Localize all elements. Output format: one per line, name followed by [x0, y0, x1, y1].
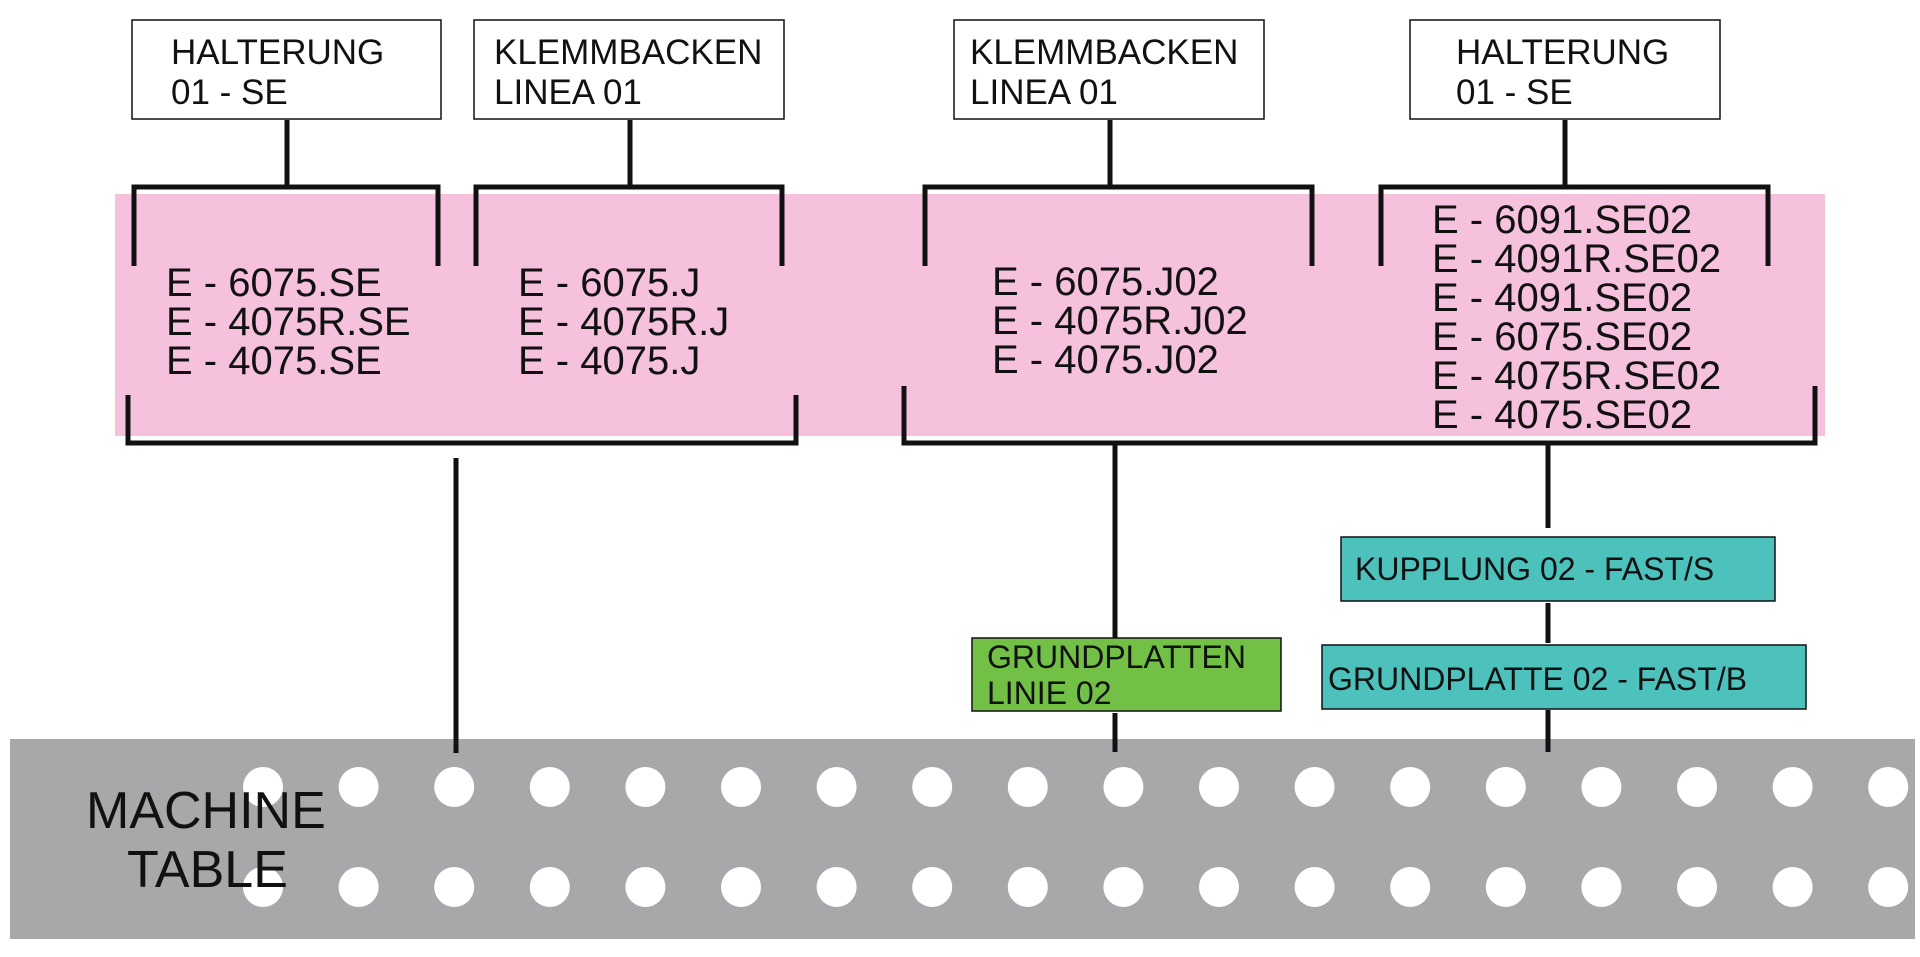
table-hole — [721, 867, 761, 907]
upper-bracket-3 — [922, 184, 1315, 266]
table-hole — [1103, 867, 1144, 907]
kupplung-label: KUPPLUNG 02 - FAST/S — [1355, 551, 1714, 587]
table-hole — [1007, 867, 1048, 907]
table-hole — [1772, 867, 1813, 907]
top-label-box-4: HALTERUNG 01 - SE — [1409, 19, 1721, 120]
table-hole — [912, 867, 953, 907]
top-label-1-line1: HALTERUNG — [171, 33, 384, 72]
table-hole — [1581, 767, 1622, 807]
code-4-4: E - 6075.SE02 — [1432, 315, 1692, 359]
table-hole — [1294, 767, 1335, 807]
table-hole — [721, 767, 761, 807]
code-1-3: E - 4075.SE — [166, 339, 382, 383]
code-group-3: E - 6075.J02 E - 4075R.J02 E - 4075.J02 — [992, 260, 1248, 382]
table-hole — [1485, 767, 1526, 807]
code-3-3: E - 4075.J02 — [992, 338, 1219, 382]
top-label-3-line2: LINEA 01 — [970, 73, 1118, 112]
grundplatten-line1: GRUNDPLATTEN — [987, 639, 1246, 675]
top-label-2-line2: LINEA 01 — [494, 73, 642, 112]
table-hole — [529, 767, 570, 807]
machine-table-label-line1: MACHINE — [86, 782, 326, 840]
top-label-box-1: HALTERUNG 01 - SE — [131, 19, 442, 120]
top-label-box-3: KLEMMBACKEN LINEA 01 — [953, 19, 1265, 120]
table-hole — [912, 767, 953, 807]
top-label-1-line2: 01 - SE — [171, 73, 288, 112]
upper-bracket-1 — [131, 184, 441, 266]
machine-table-holes — [243, 767, 1909, 907]
top-label-2-line1: KLEMMBACKEN — [494, 33, 762, 72]
code-group-4: E - 6091.SE02 E - 4091R.SE02 E - 4091.SE… — [1432, 198, 1721, 437]
grundplatten-line2: LINIE 02 — [987, 675, 1112, 711]
table-hole — [338, 867, 379, 907]
upper-bracket-4 — [1378, 184, 1771, 266]
table-hole — [434, 767, 475, 807]
table-hole — [434, 867, 475, 907]
top-label-box-2: KLEMMBACKEN LINEA 01 — [473, 19, 785, 120]
code-4-6: E - 4075.SE02 — [1432, 393, 1692, 437]
code-4-5: E - 4075R.SE02 — [1432, 354, 1721, 398]
top-label-4-line2: 01 - SE — [1456, 73, 1573, 112]
table-hole — [1007, 767, 1048, 807]
table-hole — [1772, 767, 1813, 807]
table-hole — [1868, 867, 1909, 907]
lower-bracket-right — [901, 386, 1818, 446]
code-3-2: E - 4075R.J02 — [992, 299, 1248, 343]
code-group-1: E - 6075.SE E - 4075R.SE E - 4075.SE — [166, 261, 411, 383]
top-label-3-line1: KLEMMBACKEN — [970, 33, 1238, 72]
table-hole — [529, 867, 570, 907]
code-3-1: E - 6075.J02 — [992, 260, 1219, 304]
upper-bracket-2 — [473, 184, 785, 266]
grundplatten-box: GRUNDPLATTEN LINIE 02 — [971, 637, 1282, 712]
grundplatte-fast-box: GRUNDPLATTE 02 - FAST/B — [1321, 644, 1807, 710]
pink-band — [115, 194, 1825, 436]
table-hole — [625, 767, 666, 807]
table-hole — [1868, 767, 1909, 807]
table-hole — [1199, 767, 1239, 807]
table-hole — [816, 767, 857, 807]
code-4-1: E - 6091.SE02 — [1432, 198, 1692, 242]
table-hole — [1677, 867, 1717, 907]
code-2-1: E - 6075.J — [518, 261, 700, 305]
table-hole — [1485, 867, 1526, 907]
table-hole — [1677, 767, 1717, 807]
table-hole — [1581, 867, 1622, 907]
machine-table-label-line2: TABLE — [127, 841, 288, 899]
kupplung-box: KUPPLUNG 02 - FAST/S — [1340, 536, 1776, 602]
code-4-2: E - 4091R.SE02 — [1432, 237, 1721, 281]
table-hole — [243, 867, 283, 907]
connector-lines — [125, 120, 1818, 753]
lower-bracket-left — [125, 395, 799, 446]
grundplatte-fast-label: GRUNDPLATTE 02 - FAST/B — [1328, 661, 1747, 697]
code-4-3: E - 4091.SE02 — [1432, 276, 1692, 320]
code-2-2: E - 4075R.J — [518, 300, 729, 344]
code-2-3: E - 4075.J — [518, 339, 700, 383]
code-group-2: E - 6075.J E - 4075R.J E - 4075.J — [518, 261, 729, 383]
table-hole — [243, 767, 283, 807]
code-1-1: E - 6075.SE — [166, 261, 382, 305]
table-hole — [1103, 767, 1144, 807]
code-1-2: E - 4075R.SE — [166, 300, 411, 344]
table-hole — [338, 767, 379, 807]
table-hole — [1390, 767, 1431, 807]
table-hole — [1294, 867, 1335, 907]
top-label-4-line1: HALTERUNG — [1456, 33, 1669, 72]
table-hole — [1199, 867, 1239, 907]
table-hole — [816, 867, 857, 907]
table-hole — [625, 867, 666, 907]
table-hole — [1390, 867, 1431, 907]
